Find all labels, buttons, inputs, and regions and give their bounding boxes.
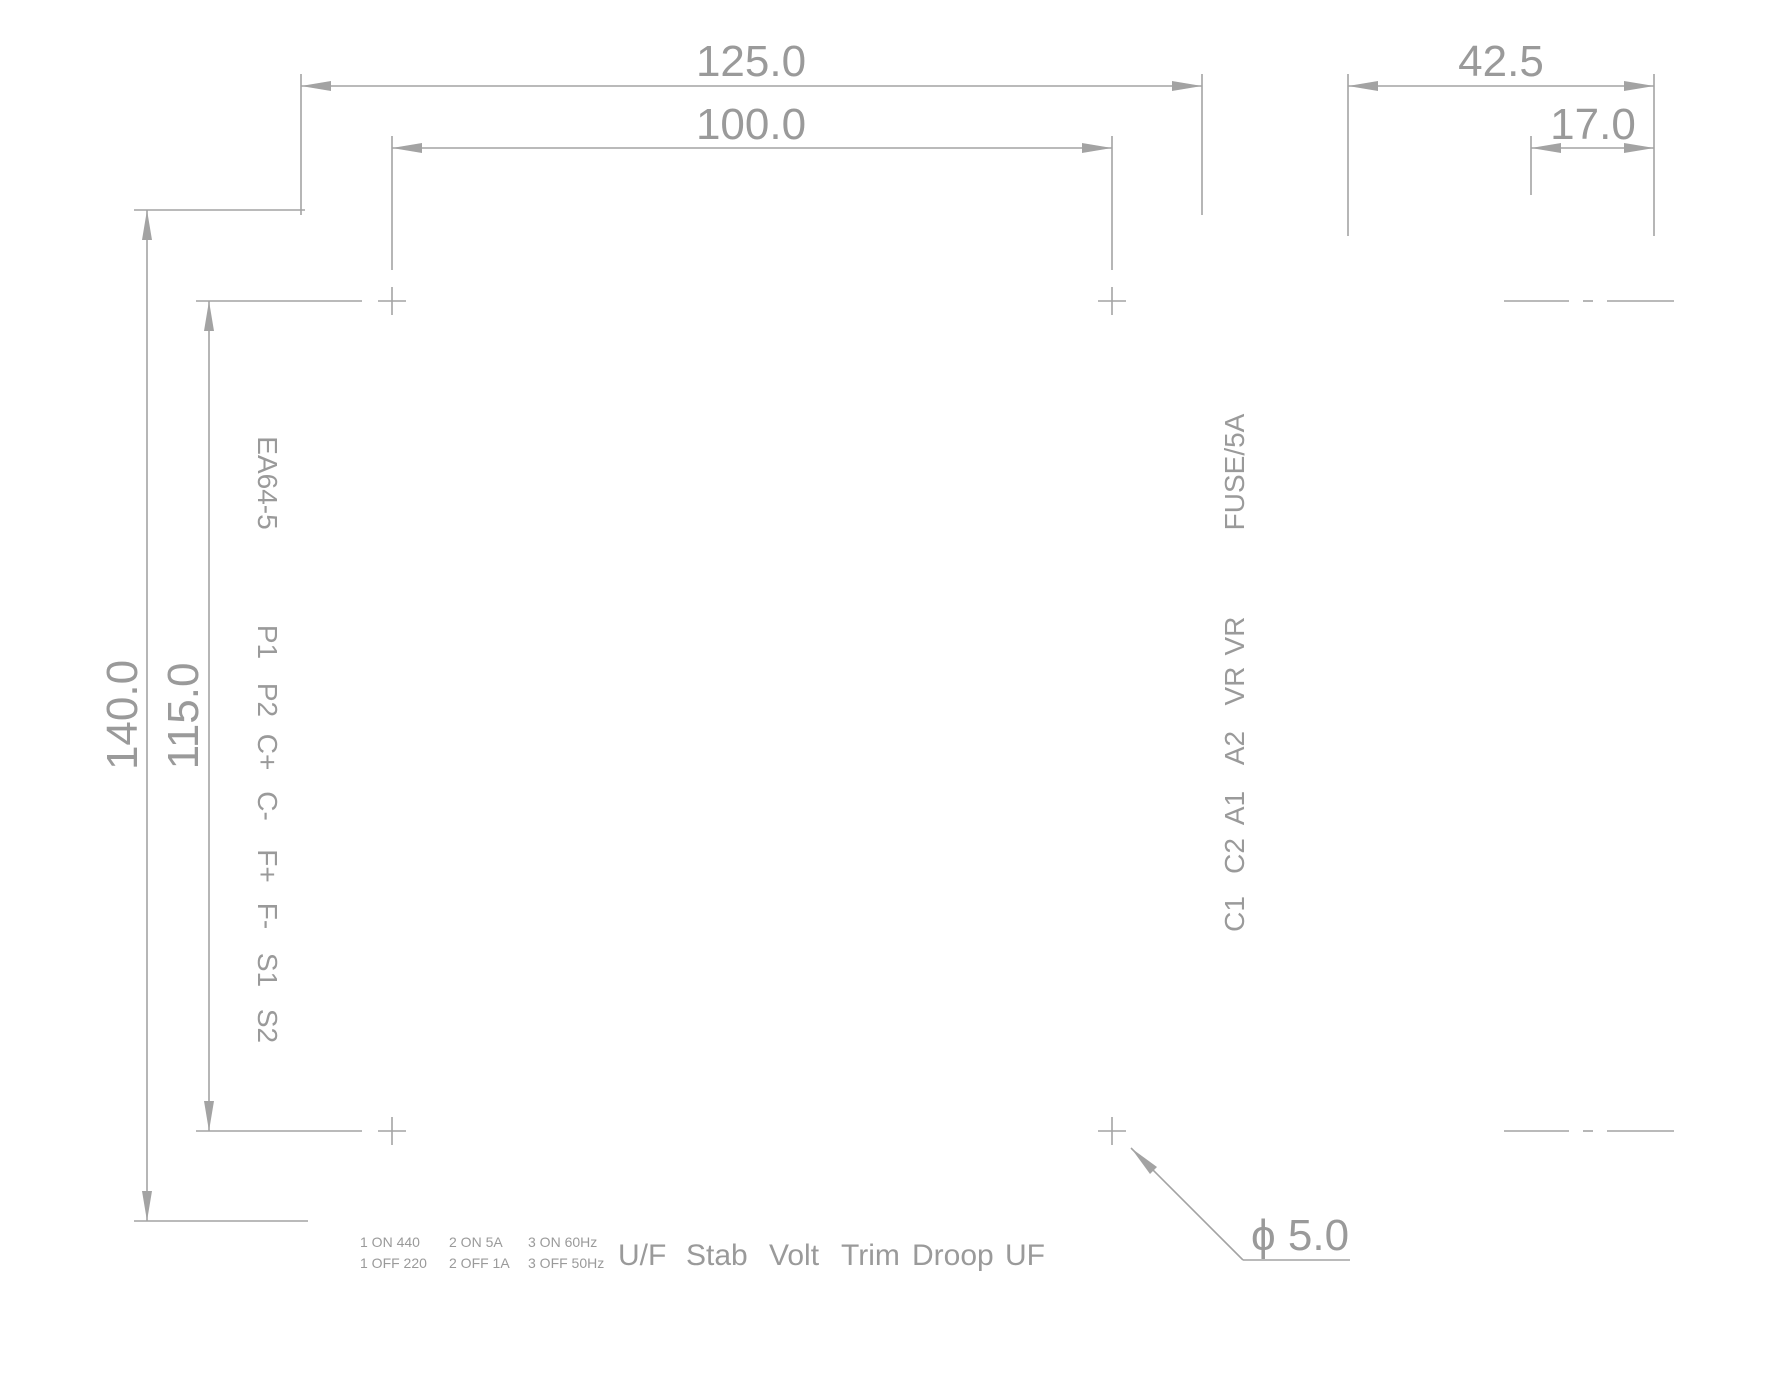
mounting-hole-bottom-left	[378, 1117, 406, 1145]
dip-switch-3-on: 3 ON 60Hz	[528, 1234, 597, 1250]
terminal-label: F+	[252, 849, 283, 882]
dimension-overall-width: 125.0	[300, 37, 1203, 215]
left-terminal-strip: P1 P2 C+ C- F+ F- S1 S2	[252, 625, 283, 1043]
dimension-hole-spacing-x: 100.0	[391, 100, 1113, 270]
terminal-label: C2	[1219, 838, 1250, 874]
dip-switch-1-on: 1 ON 440	[360, 1234, 420, 1250]
dip-switch-3-off: 3 OFF 50Hz	[528, 1255, 604, 1271]
terminal-label: VR	[1219, 667, 1250, 706]
dimension-overall-height: 140.0	[98, 209, 308, 1222]
pot-label: Volt	[769, 1239, 820, 1272]
fuse-label: FUSE/5A	[1219, 413, 1250, 530]
terminal-label: P1	[252, 625, 283, 659]
mounting-hole-top-left	[378, 287, 406, 315]
dimension-overall-depth: 42.5	[1347, 37, 1655, 236]
pot-label: Trim	[841, 1239, 900, 1272]
terminal-label: F-	[252, 903, 283, 929]
pot-label: Droop	[912, 1239, 994, 1272]
terminal-label: C1	[1219, 896, 1250, 932]
dip-switch-legend: 1 ON 440 1 OFF 220 2 ON 5A 2 OFF 1A 3 ON…	[360, 1234, 604, 1271]
pot-label: UF	[1005, 1239, 1045, 1272]
dimension-hole-spacing-x-label: 100.0	[696, 100, 806, 149]
terminal-label: VR	[1219, 617, 1250, 656]
dip-switch-2-on: 2 ON 5A	[449, 1234, 503, 1250]
dimension-hole-spacing-y-label: 115.0	[159, 663, 208, 770]
pot-label: U/F	[618, 1239, 666, 1272]
terminal-label: C+	[252, 734, 283, 771]
dimension-overall-height-label: 140.0	[98, 660, 147, 770]
terminal-label: S1	[252, 953, 283, 987]
terminal-label: A1	[1219, 791, 1250, 825]
mounting-hole-top-right	[1098, 287, 1126, 315]
dimension-depth-offset-label: 17.0	[1550, 100, 1636, 149]
terminal-label: A2	[1219, 731, 1250, 765]
dimension-hole-diameter: ϕ 5.0	[1130, 1147, 1350, 1261]
dimension-hole-diameter-label: ϕ 5.0	[1251, 1211, 1349, 1260]
mounting-hole-bottom-right	[1098, 1117, 1126, 1145]
dip-switch-2-off: 2 OFF 1A	[449, 1255, 510, 1271]
potentiometer-labels: U/F Stab Volt Trim Droop UF	[618, 1239, 1045, 1272]
terminal-label: P2	[252, 683, 283, 717]
dimension-overall-depth-label: 42.5	[1458, 37, 1544, 86]
pot-label: Stab	[686, 1239, 748, 1272]
model-label: EA64-5	[252, 436, 283, 529]
dip-switch-1-off: 1 OFF 220	[360, 1255, 427, 1271]
dimension-depth-offset: 17.0	[1530, 100, 1654, 195]
terminal-label: S2	[252, 1009, 283, 1043]
right-terminal-strip: C1 C2 A1 A2 VR VR	[1219, 617, 1250, 932]
terminal-label: C-	[252, 791, 283, 821]
dimension-overall-width-label: 125.0	[696, 37, 806, 86]
dimension-hole-spacing-y: 115.0	[159, 300, 362, 1132]
